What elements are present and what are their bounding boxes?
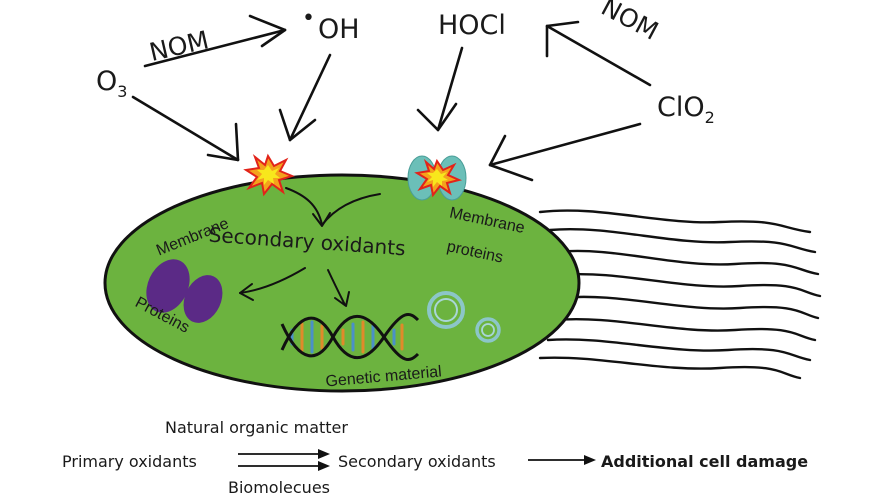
flagellum: [548, 228, 817, 254]
flagellum: [538, 209, 812, 234]
hocl-label: HOCl: [438, 10, 506, 41]
double-reaction-arrow: [238, 449, 330, 471]
clo2-label: ClO2: [657, 92, 715, 127]
arrows-primary: [131, 14, 652, 182]
oh-radical-dot: •: [302, 6, 315, 31]
cell-body: [103, 173, 581, 393]
flagellum: [558, 295, 820, 320]
nom-left-label: NOM: [147, 25, 212, 67]
oh-label: OH: [318, 14, 360, 45]
arrow-clo2-to-hocl: [545, 24, 652, 87]
flagella: [538, 209, 822, 380]
reaction-arrow: [528, 455, 596, 465]
biomolecues-label: Biomolecues: [228, 478, 330, 497]
arrow-hocl-to-protein: [436, 46, 464, 132]
dna-helix: [280, 312, 420, 362]
membrane-protein: [407, 155, 467, 201]
arrow-o3-to-oh: [143, 28, 287, 68]
protein-blob: [183, 275, 223, 323]
arrow-oh-to-membrane: [288, 53, 332, 142]
arrow-secondary-to-dna: [327, 269, 346, 306]
proteins-shapes: [146, 259, 223, 323]
flagellum: [546, 338, 812, 362]
plasmid-rings: [427, 291, 501, 343]
arrow-clo2-to-protein: [488, 122, 642, 167]
nom-right-label: NOM: [597, 0, 664, 46]
secondary-oxidants-legend-label: Secondary oxidants: [338, 452, 496, 471]
protein-blob: [146, 259, 190, 313]
natural-organic-matter-label: Natural organic matter: [165, 418, 348, 437]
arrow-membrane-to-secondary: [285, 187, 323, 226]
additional-cell-damage-label: Additional cell damage: [601, 452, 808, 471]
membrane-damage-burst: [243, 153, 295, 197]
flagellum: [558, 273, 822, 298]
flagellum: [554, 249, 820, 276]
primary-oxidants-label: Primary oxidants: [62, 452, 197, 471]
arrows-secondary: [239, 187, 381, 307]
arrow-o3-to-membrane: [131, 95, 240, 162]
o3-label: O3: [96, 66, 127, 101]
flagellum: [538, 356, 802, 380]
flagellum: [553, 317, 817, 342]
arrow-secondary-to-proteins: [239, 267, 306, 294]
